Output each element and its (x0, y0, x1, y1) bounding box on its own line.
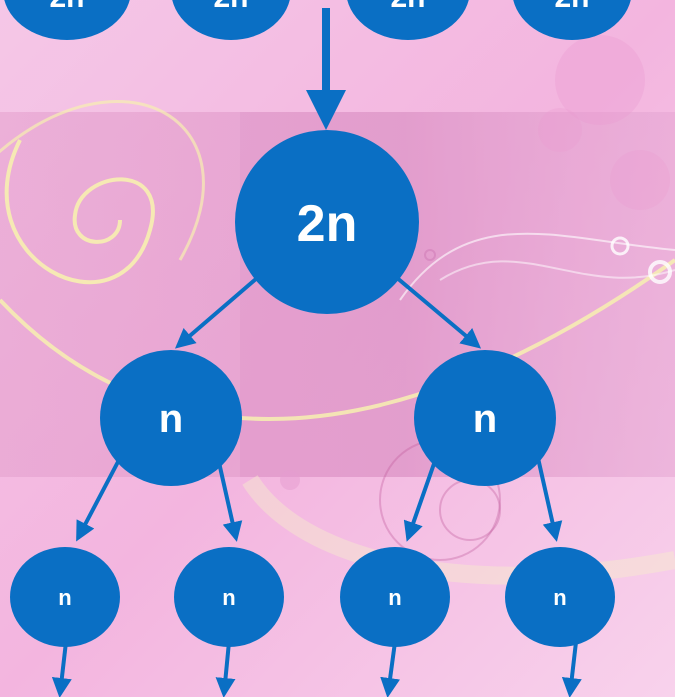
top-node-1: 2n (4, 0, 130, 40)
top-node-1-label: 2n (49, 0, 84, 14)
leaf-node-1: n (10, 547, 120, 647)
edge-leaf-2-down (215, 641, 236, 697)
edge-leaf-1-down (51, 641, 72, 697)
top-node-2: 2n (172, 0, 290, 40)
mid-node-left-label: n (159, 397, 183, 441)
edge-root-to-mid-left (174, 270, 266, 349)
edge-leaf-4-down (561, 641, 582, 697)
edges (51, 8, 582, 697)
edge-mid-right-to-leaf-3 (403, 457, 438, 542)
edge-mid-left-to-leaf-2 (216, 457, 243, 542)
leaf-node-4: n (505, 547, 615, 647)
top-node-3-label: 2n (390, 0, 425, 14)
mid-node-right-label: n (473, 397, 497, 441)
root-node: 2n (235, 130, 419, 314)
edge-mid-left-to-leaf-1 (76, 457, 122, 542)
leaf-node-3-label: n (388, 585, 401, 610)
top-node-2-label: 2n (213, 0, 248, 14)
leaf-node-2: n (174, 547, 284, 647)
leaf-node-2-label: n (222, 585, 235, 610)
leaf-node-1-label: n (58, 585, 71, 610)
mid-node-left: n (100, 350, 242, 486)
edge-mid-right-to-leaf-4 (536, 457, 563, 542)
edge-root-to-mid-right (388, 270, 482, 349)
leaf-node-4-label: n (553, 585, 566, 610)
mid-node-right: n (414, 350, 556, 486)
leaf-node-3: n (340, 547, 450, 647)
edge-leaf-3-down (380, 641, 401, 697)
top-node-4: 2n (513, 0, 631, 40)
top-node-4-label: 2n (554, 0, 589, 14)
root-node-label: 2n (297, 195, 358, 253)
top-node-3: 2n (347, 0, 469, 40)
